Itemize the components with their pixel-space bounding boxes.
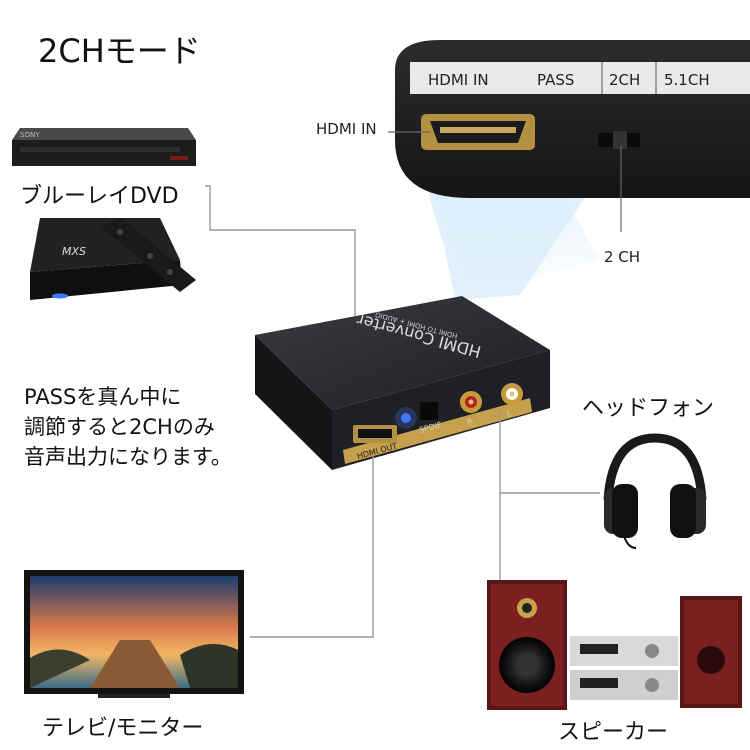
callout-2ch: 2 CH [604, 248, 640, 266]
page-title: 2CHモード [38, 32, 201, 70]
note-line-2: 調節すると2CHのみ [24, 415, 215, 439]
label-tv: テレビ/モニター [42, 716, 204, 741]
label-headphone: ヘッドフォン [582, 396, 715, 421]
spdif-port [420, 402, 438, 420]
note-line-3: 音声出力になります。 [24, 445, 232, 469]
android-box-image [30, 218, 196, 300]
sony-logo-text: SONY [20, 131, 40, 139]
port-label-l: L [506, 409, 513, 419]
port-label-r: R [466, 417, 474, 427]
converter-device [255, 296, 550, 470]
callout-hdmi-in: HDMI IN [316, 120, 377, 138]
label-speaker: スピーカー [558, 720, 669, 745]
label-bluray: ブルーレイDVD [20, 184, 179, 209]
bluray-player-image [12, 128, 196, 166]
note-line-1: PASSを真ん中に [24, 385, 182, 409]
panel-label-hdmi-in: HDMI IN [428, 71, 489, 89]
zoom-panel [395, 40, 750, 198]
headphones-image [603, 433, 707, 549]
panel-label-pass: PASS [537, 71, 574, 89]
mxs-logo-text: MXS [62, 245, 86, 258]
panel-label-2ch: 2CH [609, 71, 640, 89]
zoom-beam-main [420, 165, 600, 300]
tv-image [24, 570, 244, 698]
panel-label-51ch: 5.1CH [664, 71, 710, 89]
speaker-system-image [487, 580, 742, 710]
